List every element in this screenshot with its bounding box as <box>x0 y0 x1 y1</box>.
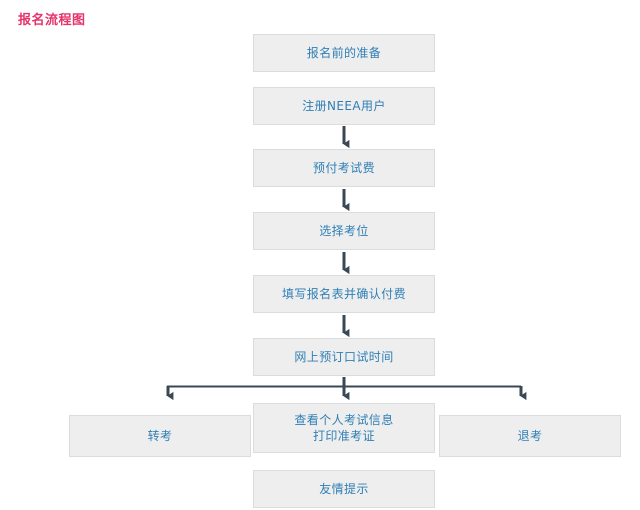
flow-node-step3[interactable]: 预付考试费 <box>253 149 435 187</box>
flow-node-step10[interactable]: 友情提示 <box>253 470 435 508</box>
flow-node-step1[interactable]: 报名前的准备 <box>253 34 435 72</box>
flow-node-step2[interactable]: 注册NEEA用户 <box>253 87 435 125</box>
flow-node-step8[interactable]: 转考 <box>69 415 251 457</box>
flow-node-step7[interactable]: 查看个人考试信息 打印准考证 <box>253 403 435 453</box>
flow-node-step4[interactable]: 选择考位 <box>253 212 435 250</box>
connector-branch-bus <box>167 377 521 388</box>
flow-node-step5[interactable]: 填写报名表并确认付费 <box>253 275 435 313</box>
flow-node-step6[interactable]: 网上预订口试时间 <box>253 338 435 376</box>
page-title: 报名流程图 <box>18 13 86 28</box>
flow-node-step9[interactable]: 退考 <box>439 415 621 457</box>
